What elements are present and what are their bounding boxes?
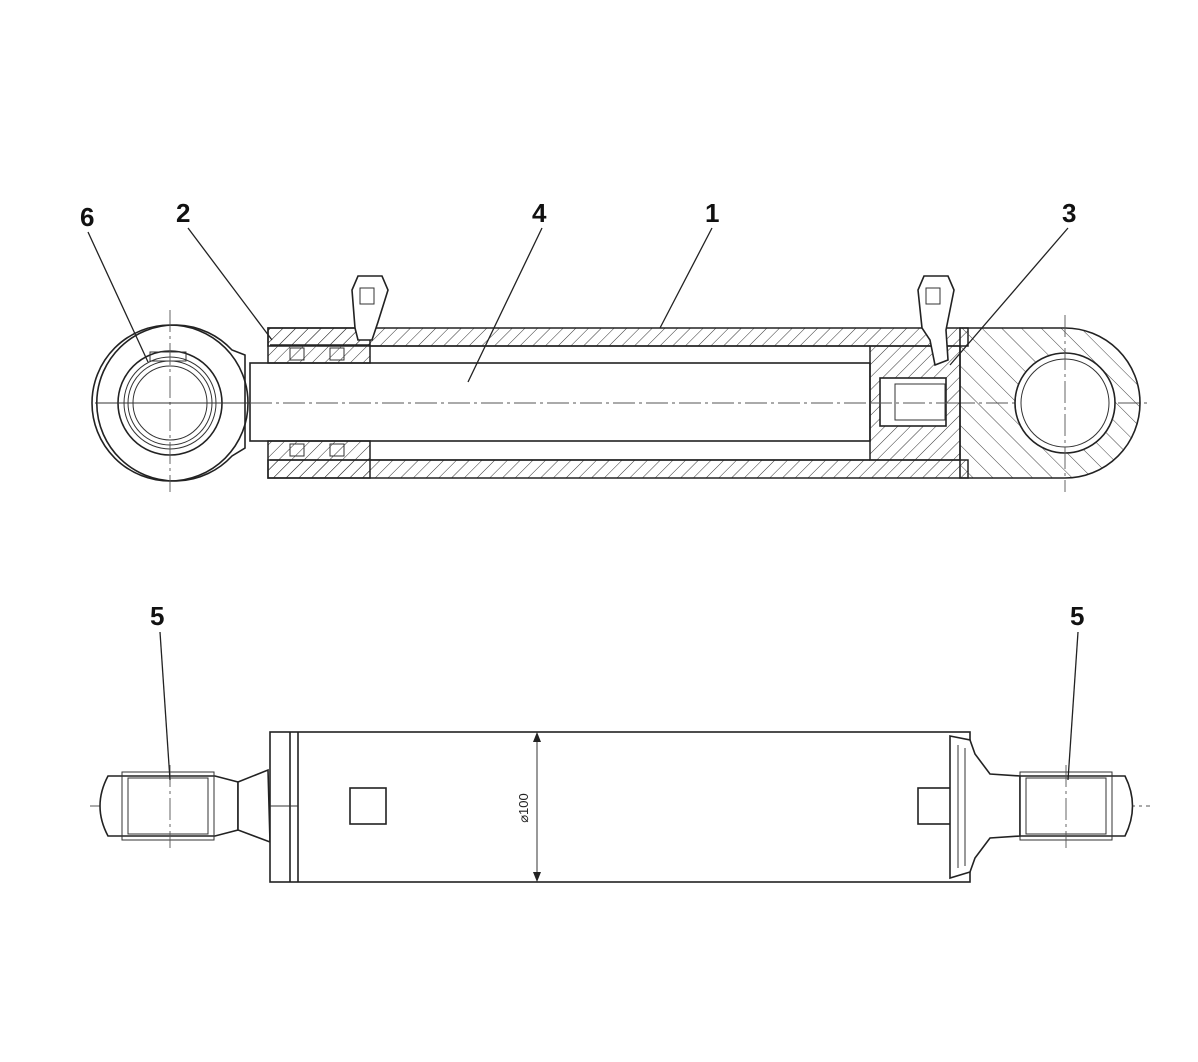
callout-3: 3	[1062, 198, 1076, 228]
rear-transition	[949, 735, 1021, 880]
callout-5-left: 5	[150, 601, 164, 631]
rod-eye-left	[91, 310, 250, 492]
piston	[869, 345, 961, 461]
piston-rod	[249, 362, 871, 442]
callout-leaders	[87, 227, 1079, 781]
rear-cap-eye	[959, 315, 1141, 492]
gland	[267, 327, 371, 479]
callout-2: 2	[176, 198, 190, 228]
clevis-left	[99, 765, 271, 848]
clevis-right	[1019, 765, 1134, 848]
hydraulic-port-rear	[917, 275, 955, 367]
callout-5-right: 5	[1070, 601, 1084, 631]
callout-1: 1	[705, 198, 719, 228]
side-view: ⌀100	[90, 731, 1150, 883]
section-view	[91, 275, 1150, 492]
barrel-body	[269, 731, 971, 883]
port-boss-front	[349, 787, 387, 825]
hydraulic-port-front	[351, 275, 389, 341]
barrel-bottom-wall	[267, 459, 969, 479]
diameter-label: ⌀100	[516, 793, 531, 823]
callout-6: 6	[80, 202, 94, 232]
callout-4: 4	[532, 198, 547, 228]
